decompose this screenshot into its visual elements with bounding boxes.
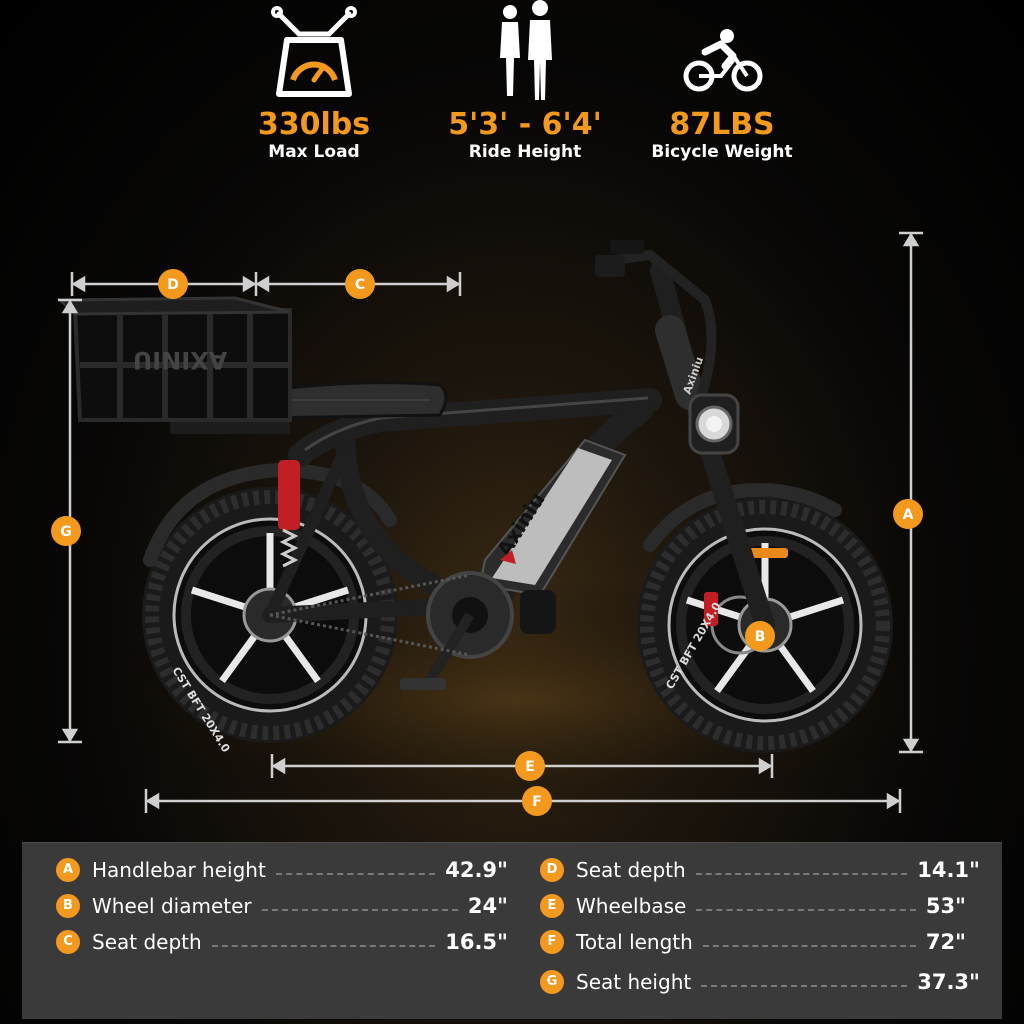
dotted-leader — [701, 985, 908, 987]
dimension-value: 37.3" — [917, 970, 980, 994]
dimension-row-a: A Handlebar height 42.9" — [56, 853, 508, 887]
basket-text: AXINIU — [133, 346, 228, 374]
rear-basket: AXINIU — [56, 296, 292, 422]
spec-max-load: 330lbs Max Load — [214, 0, 414, 162]
svg-text:C: C — [355, 277, 365, 293]
battery: Axiniu — [478, 438, 627, 597]
max-load-label: Max Load — [268, 142, 360, 162]
max-load-value: 330lbs — [257, 107, 371, 142]
dimension-label: Total length — [576, 930, 693, 954]
svg-text:G: G — [60, 524, 72, 540]
dimensions-panel: A Handlebar height 42.9" B Wheel diamete… — [22, 842, 1002, 1019]
marker-c: C — [345, 269, 375, 299]
ride-height-value: 5'3' - 6'4' — [448, 107, 602, 142]
marker-g: G — [51, 516, 81, 546]
dimension-label: Wheelbase — [576, 894, 687, 918]
badge-b: B — [56, 894, 80, 918]
dimension-row-b: B Wheel diameter 24" — [56, 889, 508, 923]
dotted-leader — [695, 873, 908, 875]
bicycle-weight-label: Bicycle Weight — [651, 142, 793, 162]
svg-text:A: A — [903, 507, 914, 523]
svg-text:E: E — [525, 759, 535, 775]
marker-f: F — [522, 786, 552, 816]
dimension-row-f: F Total length 72" — [540, 925, 966, 959]
svg-text:B: B — [755, 629, 766, 645]
dotted-leader — [696, 909, 916, 911]
dimension-label: Wheel diameter — [92, 894, 252, 918]
marker-b: B — [745, 621, 775, 651]
badge-d: D — [540, 858, 564, 882]
dimension-value: 14.1" — [917, 858, 980, 882]
cyclist-icon — [683, 29, 763, 92]
dotted-leader — [702, 945, 916, 947]
badge-e: E — [540, 894, 564, 918]
marker-a: A — [893, 499, 923, 529]
dotted-leader — [211, 945, 436, 947]
dimension-value: 24" — [467, 894, 508, 918]
dimension-label: Seat height — [576, 970, 692, 994]
badge-f: F — [540, 930, 564, 954]
badge-a: A — [56, 858, 80, 882]
dimension-value: 42.9" — [445, 858, 508, 882]
dimension-row-c: C Seat depth 16.5" — [56, 925, 508, 959]
dimension-label: Seat depth — [92, 930, 202, 954]
people-icon — [500, 0, 552, 100]
spec-bicycle-weight: 87LBS Bicycle Weight — [622, 0, 822, 162]
marker-e: E — [515, 751, 545, 781]
badge-g: G — [540, 970, 564, 994]
dimension-row-g: G Seat height 37.3" — [540, 965, 980, 999]
svg-text:D: D — [167, 277, 179, 293]
marker-d: D — [158, 269, 188, 299]
svg-text:F: F — [532, 794, 542, 810]
dimension-label: Seat depth — [576, 858, 686, 882]
scale-icon — [271, 6, 357, 97]
dimension-value: 72" — [925, 930, 966, 954]
headlight — [688, 393, 740, 455]
dimension-label: Handlebar height — [92, 858, 266, 882]
ride-height-label: Ride Height — [468, 142, 582, 162]
dotted-leader — [275, 873, 436, 875]
bike-diagram: CST BFT 20X4.0 CST BFT 20X4.0 — [40, 231, 1000, 820]
dimension-row-e: E Wheelbase 53" — [540, 889, 966, 923]
dotted-leader — [261, 909, 458, 911]
dimension-row-d: D Seat depth 14.1" — [540, 853, 980, 887]
spec-ride-height: 5'3' - 6'4' Ride Height — [425, 0, 625, 162]
badge-c: C — [56, 930, 80, 954]
dimension-value: 53" — [925, 894, 966, 918]
dimension-value: 16.5" — [445, 930, 508, 954]
bicycle-weight-value: 87LBS — [669, 107, 775, 142]
